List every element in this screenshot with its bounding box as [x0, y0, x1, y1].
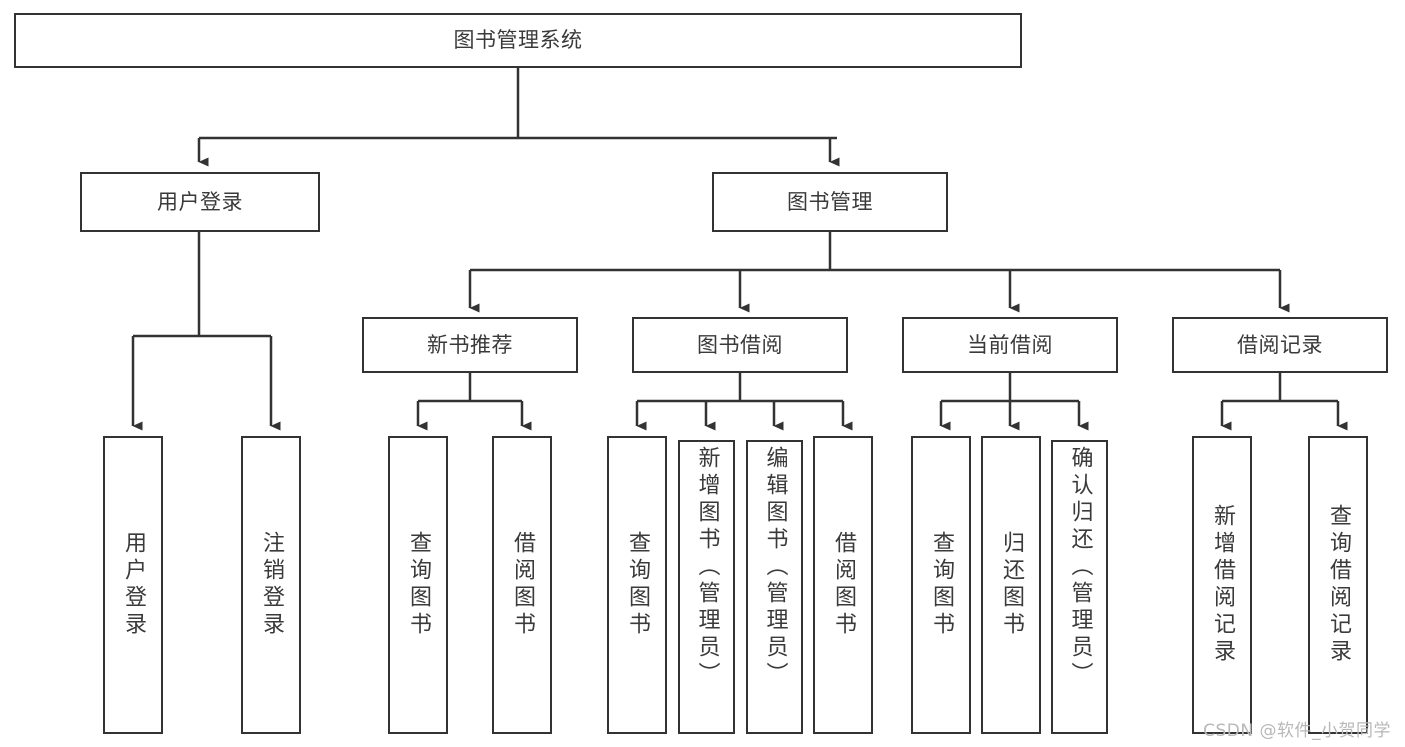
- node-current-borrow-label: 当前借阅: [967, 332, 1053, 357]
- node-current-borrow[interactable]: 当前借阅: [902, 317, 1118, 373]
- node-leaf-add-borrow-record[interactable]: 新增借阅记录: [1192, 436, 1252, 734]
- node-leaf-query-borrow-record[interactable]: 查询借阅记录: [1308, 436, 1368, 734]
- node-leaf-query-borrow-record-label: 查询借阅记录: [1326, 504, 1351, 666]
- node-root-label: 图书管理系统: [453, 28, 583, 53]
- node-user-login-label: 用户登录: [157, 189, 243, 214]
- node-book-management-label: 图书管理: [787, 189, 873, 214]
- node-leaf-confirm-return-admin[interactable]: 确认归还（管理员）: [1051, 440, 1108, 734]
- node-leaf-logout-label: 注销登录: [259, 531, 284, 639]
- node-leaf-user-login[interactable]: 用户登录: [103, 436, 163, 734]
- node-leaf-recommend-query-book[interactable]: 查询图书: [388, 436, 448, 734]
- node-borrow-record[interactable]: 借阅记录: [1172, 317, 1388, 373]
- node-user-login[interactable]: 用户登录: [80, 172, 320, 232]
- node-leaf-recommend-query-book-label: 查询图书: [406, 531, 431, 639]
- node-leaf-borrow-book-label: 借阅图书: [831, 531, 856, 639]
- node-leaf-edit-book-admin[interactable]: 编辑图书（管理员）: [746, 440, 803, 734]
- node-leaf-logout[interactable]: 注销登录: [241, 436, 301, 734]
- node-leaf-edit-book-admin-label: 编辑图书（管理员）: [762, 446, 788, 689]
- node-leaf-borrow-query-book[interactable]: 查询图书: [607, 436, 667, 734]
- node-leaf-return-book-label: 归还图书: [999, 531, 1024, 639]
- node-leaf-add-book-admin-label: 新增图书（管理员）: [694, 446, 720, 689]
- node-leaf-borrow-query-book-label: 查询图书: [625, 531, 650, 639]
- node-leaf-current-query-book[interactable]: 查询图书: [911, 436, 971, 734]
- node-new-book-recommend-label: 新书推荐: [427, 332, 513, 357]
- node-borrow-record-label: 借阅记录: [1237, 332, 1323, 357]
- node-book-borrow-label: 图书借阅: [697, 332, 783, 357]
- node-leaf-recommend-borrow-book[interactable]: 借阅图书: [492, 436, 552, 734]
- node-book-management[interactable]: 图书管理: [712, 172, 948, 232]
- node-leaf-add-borrow-record-label: 新增借阅记录: [1210, 504, 1235, 666]
- node-leaf-borrow-book[interactable]: 借阅图书: [813, 436, 873, 734]
- node-leaf-add-book-admin[interactable]: 新增图书（管理员）: [678, 440, 735, 734]
- node-leaf-confirm-return-admin-label: 确认归还（管理员）: [1067, 446, 1093, 689]
- node-leaf-user-login-label: 用户登录: [121, 531, 146, 639]
- node-root-library-system[interactable]: 图书管理系统: [14, 13, 1022, 68]
- node-book-borrow[interactable]: 图书借阅: [632, 317, 848, 373]
- node-leaf-current-query-book-label: 查询图书: [929, 531, 954, 639]
- node-leaf-return-book[interactable]: 归还图书: [981, 436, 1041, 734]
- node-leaf-recommend-borrow-book-label: 借阅图书: [510, 531, 535, 639]
- csdn-watermark: CSDN @软件_小贺同学: [1203, 721, 1391, 741]
- node-new-book-recommend[interactable]: 新书推荐: [362, 317, 578, 373]
